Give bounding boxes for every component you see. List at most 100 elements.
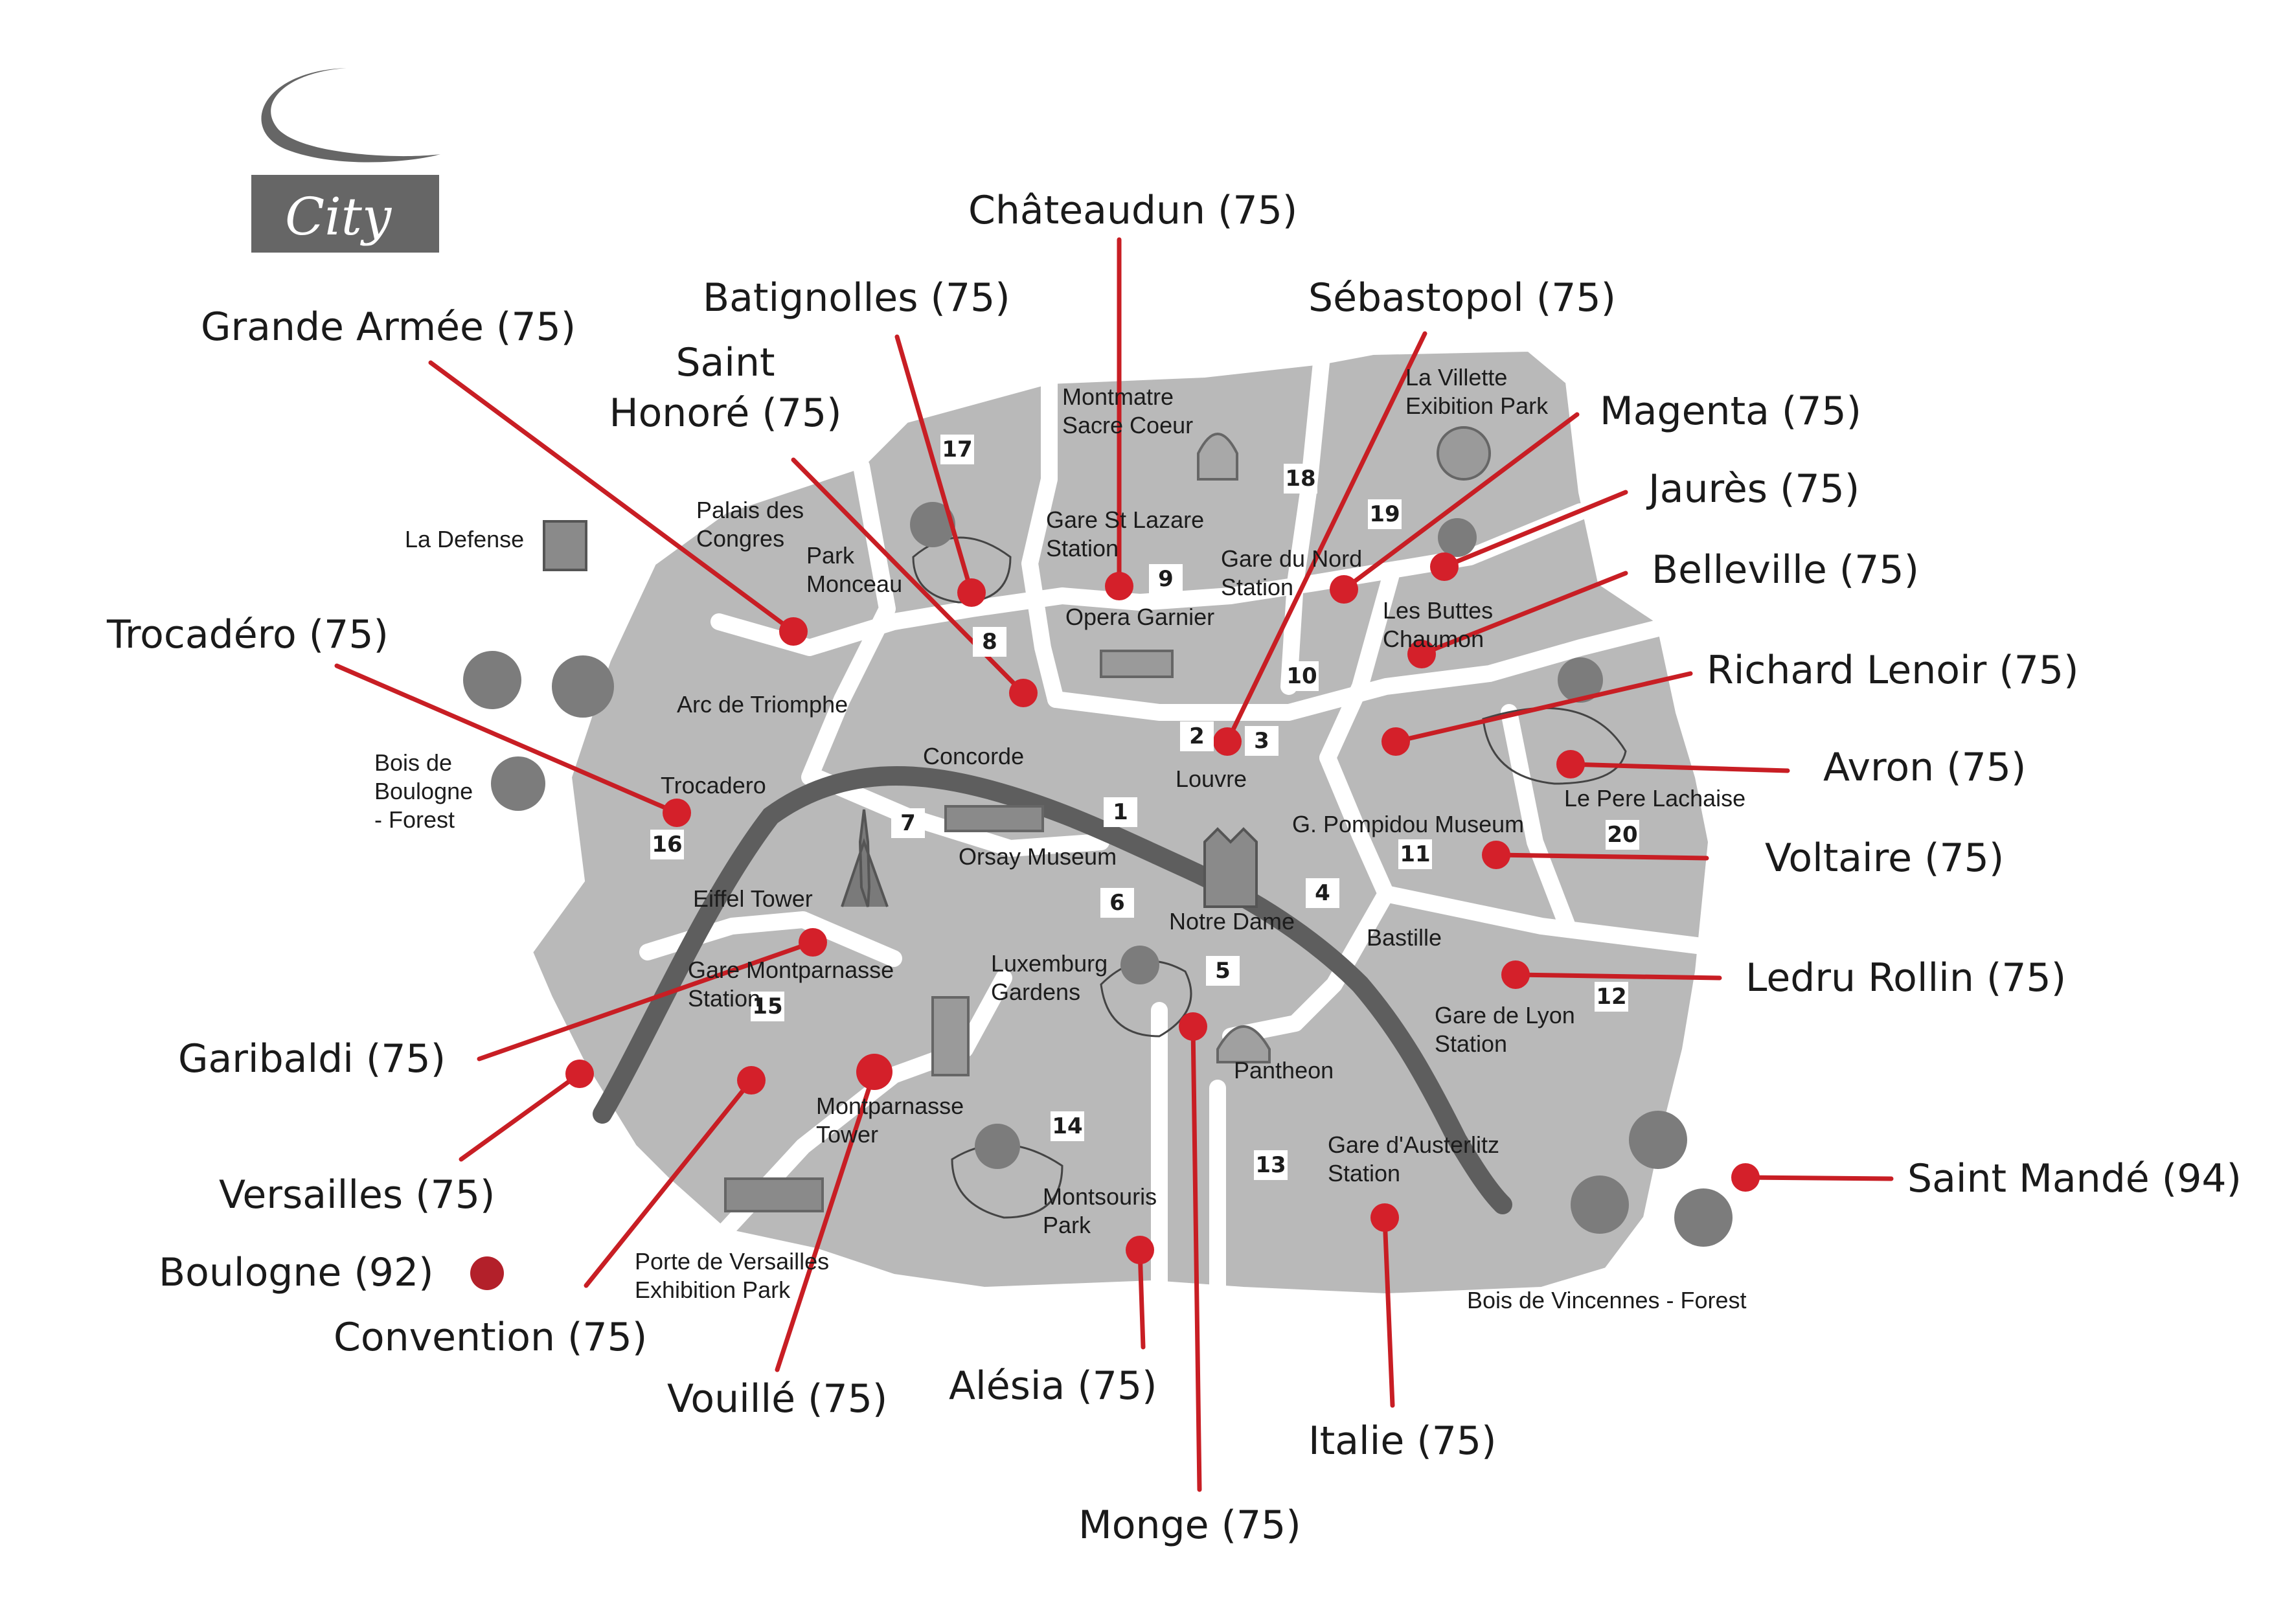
landmark-label-notre-dame: Notre Dame: [1169, 908, 1295, 935]
callout-label-ledru-rollin[interactable]: Ledru Rollin (75): [1745, 955, 2066, 1001]
callout-label-monge[interactable]: Monge (75): [1078, 1503, 1301, 1548]
landmark-label-gare-de-lyon-line: Station: [1435, 1030, 1507, 1057]
callout-label-saint-mande[interactable]: Saint Mandé (94): [1907, 1156, 2242, 1201]
arrondissement-14: 14: [1051, 1111, 1084, 1141]
callout-label-chateaudun-line: Châteaudun (75): [968, 188, 1297, 233]
arrondissement-13: 13: [1254, 1150, 1288, 1180]
arrondissement-number: 19: [1369, 501, 1400, 527]
arrondissement-badge: [1285, 661, 1319, 691]
river-path: [593, 766, 1512, 1214]
callout-label-saint-honore-line: Saint: [676, 340, 775, 385]
marker-voltaire[interactable]: [1482, 841, 1510, 869]
boundary-line: [710, 503, 1589, 656]
seine-river: [593, 766, 1512, 1214]
landmark-label-arc-de-triomphe-line: Arc de Triomphe: [677, 691, 848, 718]
callout-label-grande-armee[interactable]: Grande Armée (75): [201, 304, 576, 350]
callout-label-chateaudun[interactable]: Châteaudun (75): [968, 188, 1297, 233]
tree-icon: [491, 756, 545, 811]
callout-label-garibaldi-line: Garibaldi (75): [178, 1036, 446, 1082]
marker-trocadero[interactable]: [663, 799, 691, 827]
marker-richard-lenoir[interactable]: [1381, 727, 1410, 756]
leader-line-magenta: [1341, 412, 1580, 592]
leader-line-ledru-rollin: [1513, 972, 1722, 981]
arrondissement-number: 4: [1315, 880, 1330, 906]
marker-saint-mande[interactable]: [1731, 1163, 1760, 1192]
arrondissement-10: 10: [1285, 661, 1319, 691]
landmark-label-bois-vincennes-line: Bois de Vincennes - Forest: [1467, 1287, 1747, 1313]
pantheon-icon: [1216, 1025, 1271, 1063]
marker-italie[interactable]: [1370, 1203, 1399, 1232]
landmark-label-arc-de-triomphe: Arc de Triomphe: [677, 691, 848, 718]
arrondissement-5: 5: [1206, 956, 1240, 986]
landmark-label-concorde: Concorde: [923, 743, 1024, 769]
callout-label-belleville[interactable]: Belleville (75): [1652, 547, 1919, 593]
tree-icons: [463, 502, 1733, 1247]
callout-label-versailles[interactable]: Versailles (75): [219, 1172, 495, 1218]
arrondissement-badge: [650, 830, 684, 859]
marker-garibaldi[interactable]: [799, 928, 827, 957]
landmark-label-montmatre-line: Montmatre: [1062, 383, 1174, 410]
marker-batignolles[interactable]: [957, 578, 986, 607]
landmark-label-luxemburg-line: Luxemburg: [991, 950, 1108, 977]
callout-label-convention[interactable]: Convention (75): [334, 1315, 647, 1360]
marker-sebastopol[interactable]: [1213, 727, 1242, 756]
landmark-label-buttes-chaumont-line: Les Buttes: [1383, 597, 1493, 624]
arrondissement-boundaries: [639, 354, 1705, 1297]
landmark-label-pompidou-line: G. Pompidou Museum: [1292, 811, 1524, 837]
callout-label-italie[interactable]: Italie (75): [1308, 1418, 1496, 1464]
landmark-label-bastille: Bastille: [1367, 924, 1442, 951]
marker-monge[interactable]: [1179, 1012, 1207, 1041]
callout-label-sebastopol[interactable]: Sébastopol (75): [1308, 275, 1616, 321]
tree-icon: [910, 502, 955, 547]
marker-versailles[interactable]: [565, 1060, 594, 1088]
marker-jaures[interactable]: [1430, 552, 1459, 581]
landmark-label-orsay: Orsay Museum: [959, 843, 1117, 870]
landmark-label-gare-st-lazare-line: Station: [1046, 535, 1119, 562]
marker-saint-honore[interactable]: [1009, 679, 1038, 707]
arrondissement-number: 13: [1255, 1152, 1286, 1178]
callout-label-boulogne[interactable]: Boulogne (92): [159, 1250, 434, 1295]
arrondissement-number: 5: [1215, 958, 1231, 984]
leader-line-batignolles: [894, 334, 974, 595]
callout-label-trocadero[interactable]: Trocadéro (75): [106, 612, 389, 657]
logo-text: City: [285, 187, 392, 247]
marker-grande-armee[interactable]: [779, 617, 808, 646]
callout-label-richard-lenoir-line: Richard Lenoir (75): [1707, 648, 2079, 693]
landmark-label-bois-de-boulogne-line: - Forest: [374, 806, 455, 833]
marker-avron[interactable]: [1556, 750, 1585, 778]
tree-icon: [463, 651, 521, 709]
callout-label-boulogne-line: Boulogne (92): [159, 1250, 434, 1295]
callout-label-alesia[interactable]: Alésia (75): [949, 1363, 1157, 1409]
marker-boulogne[interactable]: [470, 1256, 504, 1290]
marker-ledru-rollin[interactable]: [1501, 960, 1530, 989]
callout-label-garibaldi[interactable]: Garibaldi (75): [178, 1036, 446, 1082]
boundary-line: [1222, 885, 1394, 1045]
callout-label-richard-lenoir[interactable]: Richard Lenoir (75): [1707, 648, 2079, 693]
landmark-label-orsay-line: Orsay Museum: [959, 843, 1117, 870]
callout-label-voltaire[interactable]: Voltaire (75): [1765, 835, 2004, 881]
arrondissement-number: 16: [652, 832, 682, 857]
leader-line-voltaire: [1494, 852, 1709, 861]
marker-alesia[interactable]: [1126, 1236, 1154, 1264]
landmark-label-notre-dame-line: Notre Dame: [1169, 908, 1295, 935]
marker-belleville[interactable]: [1407, 640, 1436, 668]
callout-label-magenta[interactable]: Magenta (75): [1600, 389, 1861, 434]
marker-chateaudun[interactable]: [1105, 572, 1133, 600]
arrondissement-7: 7: [891, 808, 925, 838]
callout-label-sebastopol-line: Sébastopol (75): [1308, 275, 1616, 321]
callout-label-batignolles[interactable]: Batignolles (75): [703, 275, 1010, 321]
arrondissement-number: 3: [1254, 728, 1269, 754]
marker-magenta[interactable]: [1330, 575, 1358, 604]
callout-label-vouille[interactable]: Vouillé (75): [667, 1376, 887, 1422]
callout-label-jaures[interactable]: Jaurès (75): [1646, 466, 1859, 512]
marker-convention[interactable]: [737, 1066, 766, 1095]
marker-vouille[interactable]: [856, 1054, 892, 1090]
logo-swoosh-icon: [261, 68, 440, 163]
callout-label-avron[interactable]: Avron (75): [1823, 745, 2026, 790]
landmark-label-pompidou: G. Pompidou Museum: [1292, 811, 1524, 837]
